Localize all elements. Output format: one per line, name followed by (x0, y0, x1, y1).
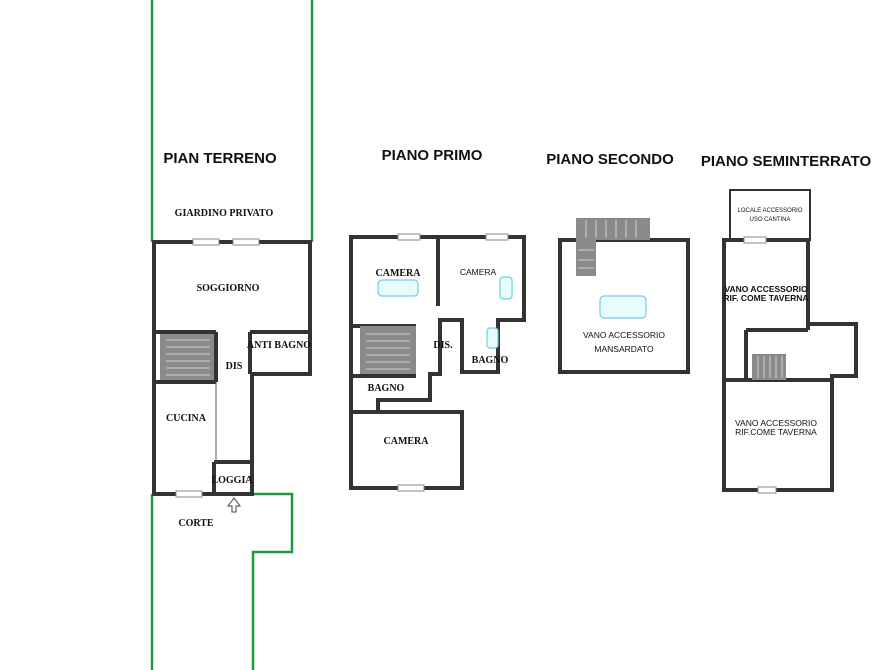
first-floor-title: PIANO PRIMO (382, 147, 483, 164)
bed-fixture (377, 279, 419, 297)
entrance-arrow-icon (227, 497, 241, 513)
room-label-kitchen: CUCINA (166, 413, 207, 424)
room-label-bedroom-2: CAMERA (460, 267, 497, 277)
room-label-tavern-1b: RIF. COME TAVERNA (723, 293, 808, 303)
room-label-tavern-2b: RIF.COME TAVERNA (735, 427, 817, 437)
room-label-attic-2: MANSARDATO (594, 344, 654, 354)
second-floor-plan: PIANO SECONDO VANO ACCESSORIO MANSARDATO (546, 151, 690, 374)
room-label-bath-2: BAGNO (472, 355, 509, 366)
first-floor-walls (349, 235, 526, 414)
skylight-fixture (599, 295, 647, 319)
room-label-bath-1: BAGNO (368, 383, 405, 394)
room-label-attic-1: VANO ACCESSORIO (583, 330, 665, 340)
ground-stairs-treads (166, 339, 210, 376)
ground-floor-plan: PIAN TERRENO GIARDINO PRIVATO SOGGIORNO … (150, 0, 314, 670)
room-label-tavern-1a: VANO ACCESSORIO (724, 284, 808, 294)
room-label-court: CORTE (178, 518, 214, 529)
room-label-cellar-2: USO CANTINA (749, 217, 790, 223)
basement-plan: PIANO SEMINTERRATO LOCALE ACCESSORIO USO… (701, 153, 872, 494)
court-boundary-right (251, 492, 294, 670)
cellar-walls (729, 189, 811, 241)
bed-fixture (499, 276, 513, 300)
room-label-loggia: LOGGIA (211, 475, 253, 486)
basement-walls (722, 238, 858, 492)
room-label-living: SOGGIORNO (197, 283, 260, 294)
second-stairs (576, 218, 650, 240)
ground-floor-title: PIAN TERRENO (163, 150, 277, 167)
room-label-garden: GIARDINO PRIVATO (175, 208, 274, 219)
basement-title: PIANO SEMINTERRATO (701, 153, 872, 170)
second-floor-title: PIANO SECONDO (546, 151, 674, 168)
first-floor-plan: PIANO PRIMO CAMERA CAMERA DIS. BAGNO BAG… (349, 147, 526, 492)
room-label-cellar-1: LOCALE ACCESSORIO (737, 208, 802, 214)
basement-stairs (752, 354, 786, 380)
room-label-bedroom-1: CAMERA (376, 268, 422, 279)
room-label-dis: DIS (226, 361, 243, 372)
bath-fixture (486, 327, 499, 349)
room-label-bedroom-3: CAMERA (384, 436, 430, 447)
first-stairs (360, 326, 416, 374)
room-label-anti-bath: ANTI BAGNO (247, 340, 311, 351)
room-label-tavern-2a: VANO ACCESSORIO (735, 418, 817, 428)
room-label-dis: DIS. (433, 340, 453, 351)
